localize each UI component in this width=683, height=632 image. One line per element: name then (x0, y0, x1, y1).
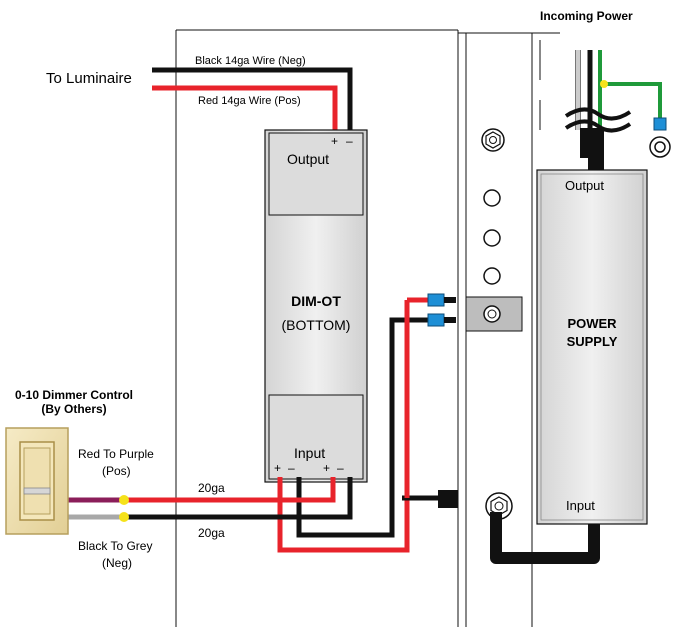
dimmer-wires (68, 477, 353, 522)
to-luminaire-label: To Luminaire (46, 70, 132, 87)
black-14ga-label: Black 14ga Wire (Neg) (195, 55, 306, 67)
hex-nut-icon (481, 128, 505, 152)
dimmer-title-1: 0-10 Dimmer Control (15, 388, 133, 402)
labels: Incoming Power To Luminaire Black 14ga W… (15, 9, 633, 570)
incoming-power-label: Incoming Power (540, 9, 633, 23)
dim-input-plus-1: + (274, 461, 281, 475)
dim-output-plus: + (331, 134, 338, 148)
dim-input-minus-2: – (337, 461, 344, 475)
ps-title-2: SUPPLY (567, 334, 618, 349)
dim-input-minus-1: – (288, 461, 295, 475)
dim-title: DIM-OT (291, 293, 341, 309)
dim-connectors (427, 293, 456, 327)
dim-output-label: Output (287, 151, 329, 167)
ga-20-top-label: 20ga (198, 481, 225, 495)
luminaire-wires (152, 67, 353, 132)
red-pos-label: (Pos) (102, 464, 131, 478)
ground-lug-icon (649, 117, 671, 158)
ps-input-label: Input (566, 498, 595, 513)
black-to-grey-label: Black To Grey (78, 539, 152, 553)
mounting-holes (465, 128, 523, 520)
supply-input-wire (490, 512, 600, 564)
hex-nut-icon (485, 492, 513, 520)
wire-break-icon (564, 107, 632, 133)
dimmer-title-2: (By Others) (41, 402, 106, 416)
dim-input-label: Input (294, 445, 325, 461)
ps-output-label: Output (565, 178, 604, 193)
power-supply (536, 169, 648, 525)
ga-20-bottom-label: 20ga (198, 526, 225, 540)
dim-input-plus-2: + (323, 461, 330, 475)
dim-subtitle: (BOTTOM) (282, 317, 351, 333)
black-neg-label: (Neg) (102, 556, 132, 570)
red-to-purple-label: Red To Purple (78, 447, 154, 461)
dim-output-minus: – (346, 134, 353, 148)
dim-ot-module (264, 129, 368, 483)
dimmer-control (5, 427, 69, 535)
ps-title-1: POWER (567, 316, 617, 331)
red-14ga-label: Red 14ga Wire (Pos) (198, 95, 301, 107)
